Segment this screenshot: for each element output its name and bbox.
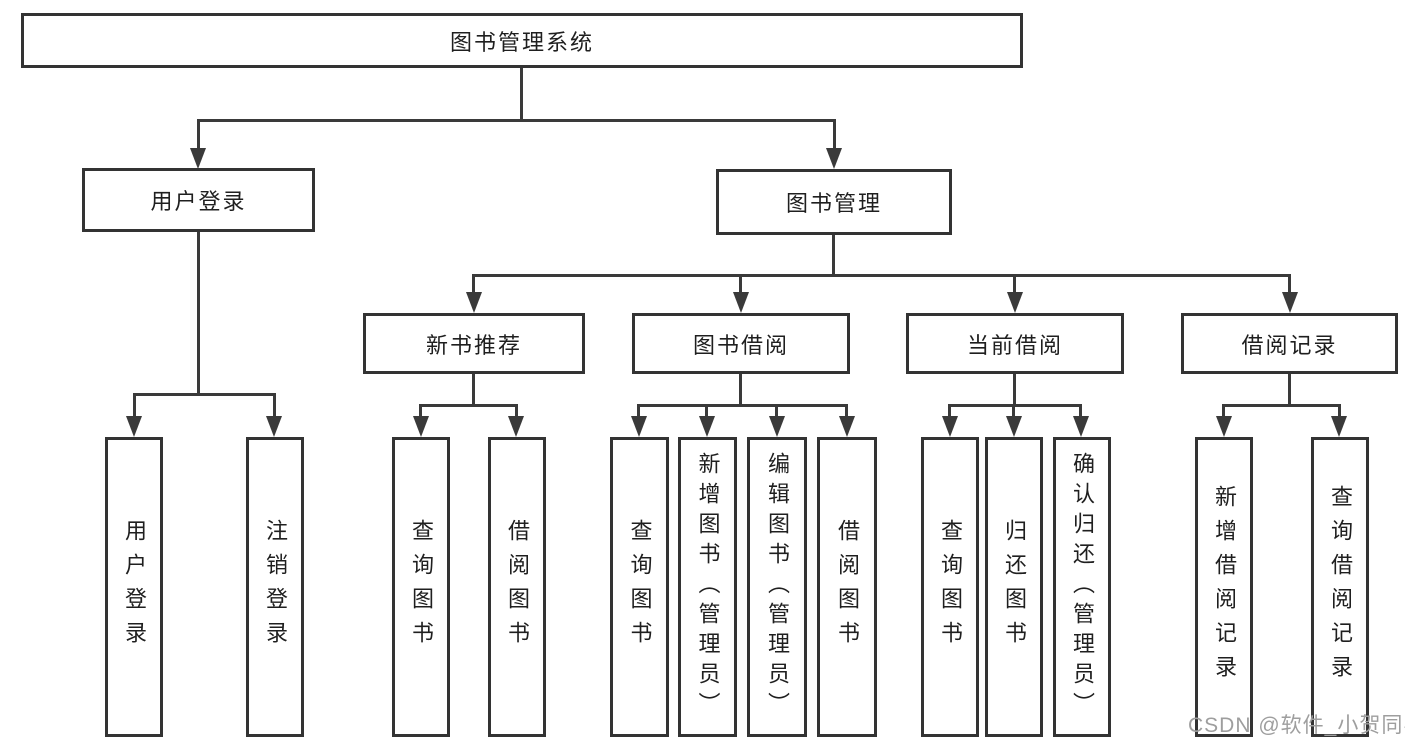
- node-label: 图书管理系统: [449, 29, 594, 55]
- connector-line: [1222, 404, 1341, 407]
- node-label: 新书推荐: [425, 332, 522, 358]
- connector-line: [948, 404, 1082, 407]
- arrow-down-icon: [190, 148, 206, 169]
- arrow-down-icon: [942, 416, 958, 437]
- node-label: 用户登录: [122, 519, 147, 655]
- connector-line: [1013, 274, 1016, 294]
- arrow-down-icon: [126, 416, 142, 437]
- node-label: 借阅图书: [505, 519, 530, 655]
- node-label: 新增借阅记录: [1212, 485, 1237, 689]
- connector-line: [739, 374, 742, 406]
- leaf-recommend-query-books: 查询图书: [392, 437, 450, 737]
- arrow-down-icon: [1007, 292, 1023, 313]
- node-book-management: 图书管理: [716, 169, 952, 235]
- connector-line: [832, 235, 835, 276]
- connector-line: [273, 393, 276, 418]
- arrow-down-icon: [839, 416, 855, 437]
- node-label: 图书借阅: [692, 332, 789, 358]
- leaf-current-query-books: 查询图书: [921, 437, 979, 737]
- connector-line: [472, 374, 475, 406]
- connector-line: [197, 119, 200, 149]
- leaf-records-query-record: 查询借阅记录: [1311, 437, 1369, 737]
- connector-line: [419, 404, 518, 407]
- leaf-current-return-books: 归还图书: [985, 437, 1043, 737]
- node-borrowing-records: 借阅记录: [1181, 313, 1398, 374]
- node-label: 归还图书: [1002, 519, 1027, 655]
- leaf-borrowing-query-books: 查询图书: [610, 437, 669, 737]
- arrow-down-icon: [826, 148, 842, 169]
- connector-line: [1012, 404, 1015, 417]
- node-user-login: 用户登录: [82, 168, 315, 232]
- arrow-down-icon: [769, 416, 785, 437]
- leaf-current-confirm-return-admin: 确认归还（管理员）: [1053, 437, 1111, 737]
- node-new-book-recommend: 新书推荐: [363, 313, 585, 374]
- connector-line: [133, 393, 276, 396]
- arrow-down-icon: [733, 292, 749, 313]
- arrow-down-icon: [466, 292, 482, 313]
- connector-line: [197, 232, 200, 393]
- node-label: 确认归还（管理员）: [1070, 452, 1095, 722]
- node-label: 新增图书（管理员）: [695, 452, 721, 722]
- leaf-borrowing-edit-books-admin: 编辑图书（管理员）: [747, 437, 807, 737]
- connector-line: [637, 404, 640, 417]
- connector-line: [948, 404, 951, 417]
- node-label: 借阅图书: [835, 519, 860, 655]
- node-label: 用户登录: [150, 189, 247, 214]
- connector-line: [1338, 404, 1341, 417]
- node-label: 查询图书: [938, 519, 963, 655]
- connector-line: [637, 404, 848, 407]
- arrow-down-icon: [699, 416, 715, 437]
- connector-line: [472, 274, 1291, 277]
- node-label: 图书管理: [785, 191, 882, 216]
- arrow-down-icon: [1073, 416, 1089, 437]
- connector-line: [705, 404, 708, 417]
- connector-line: [197, 119, 835, 122]
- node-label: 当前借阅: [966, 332, 1063, 358]
- arrow-down-icon: [631, 416, 647, 437]
- leaf-borrowing-add-books-admin: 新增图书（管理员）: [678, 437, 737, 737]
- leaf-recommend-borrow-books: 借阅图书: [488, 437, 546, 737]
- connector-line: [1079, 404, 1082, 417]
- connector-line: [775, 404, 778, 417]
- connector-line: [845, 404, 848, 417]
- node-current-borrowing: 当前借阅: [906, 313, 1124, 374]
- arrow-down-icon: [1216, 416, 1232, 437]
- connector-line: [739, 274, 742, 294]
- connector-line: [1288, 274, 1291, 294]
- watermark: CSDN @软件_小贺同学: [1188, 714, 1405, 737]
- leaf-records-add-record: 新增借阅记录: [1195, 437, 1253, 737]
- connector-line: [1013, 374, 1016, 406]
- connector-line: [833, 119, 836, 149]
- node-label: 查询图书: [409, 519, 434, 655]
- connector-line: [419, 404, 422, 417]
- node-label: 编辑图书（管理员）: [765, 452, 790, 722]
- arrow-down-icon: [1331, 416, 1347, 437]
- leaf-user-login: 用户登录: [105, 437, 163, 737]
- connector-line: [515, 404, 518, 417]
- arrow-down-icon: [1006, 416, 1022, 437]
- node-book-borrowing: 图书借阅: [632, 313, 850, 374]
- arrow-down-icon: [1282, 292, 1298, 313]
- connector-line: [520, 68, 523, 119]
- leaf-logout-login: 注销登录: [246, 437, 304, 737]
- leaf-borrowing-borrow-books: 借阅图书: [817, 437, 877, 737]
- arrow-down-icon: [266, 416, 282, 437]
- node-label: 注销登录: [263, 519, 288, 655]
- connector-line: [472, 274, 475, 294]
- connector-line: [133, 393, 136, 418]
- connector-line: [1288, 374, 1291, 406]
- node-library-system: 图书管理系统: [21, 13, 1023, 68]
- arrow-down-icon: [508, 416, 524, 437]
- node-label: 借阅记录: [1241, 332, 1338, 358]
- connector-line: [1222, 404, 1225, 417]
- node-label: 查询图书: [627, 519, 653, 655]
- node-label: 查询借阅记录: [1328, 485, 1353, 689]
- arrow-down-icon: [413, 416, 429, 437]
